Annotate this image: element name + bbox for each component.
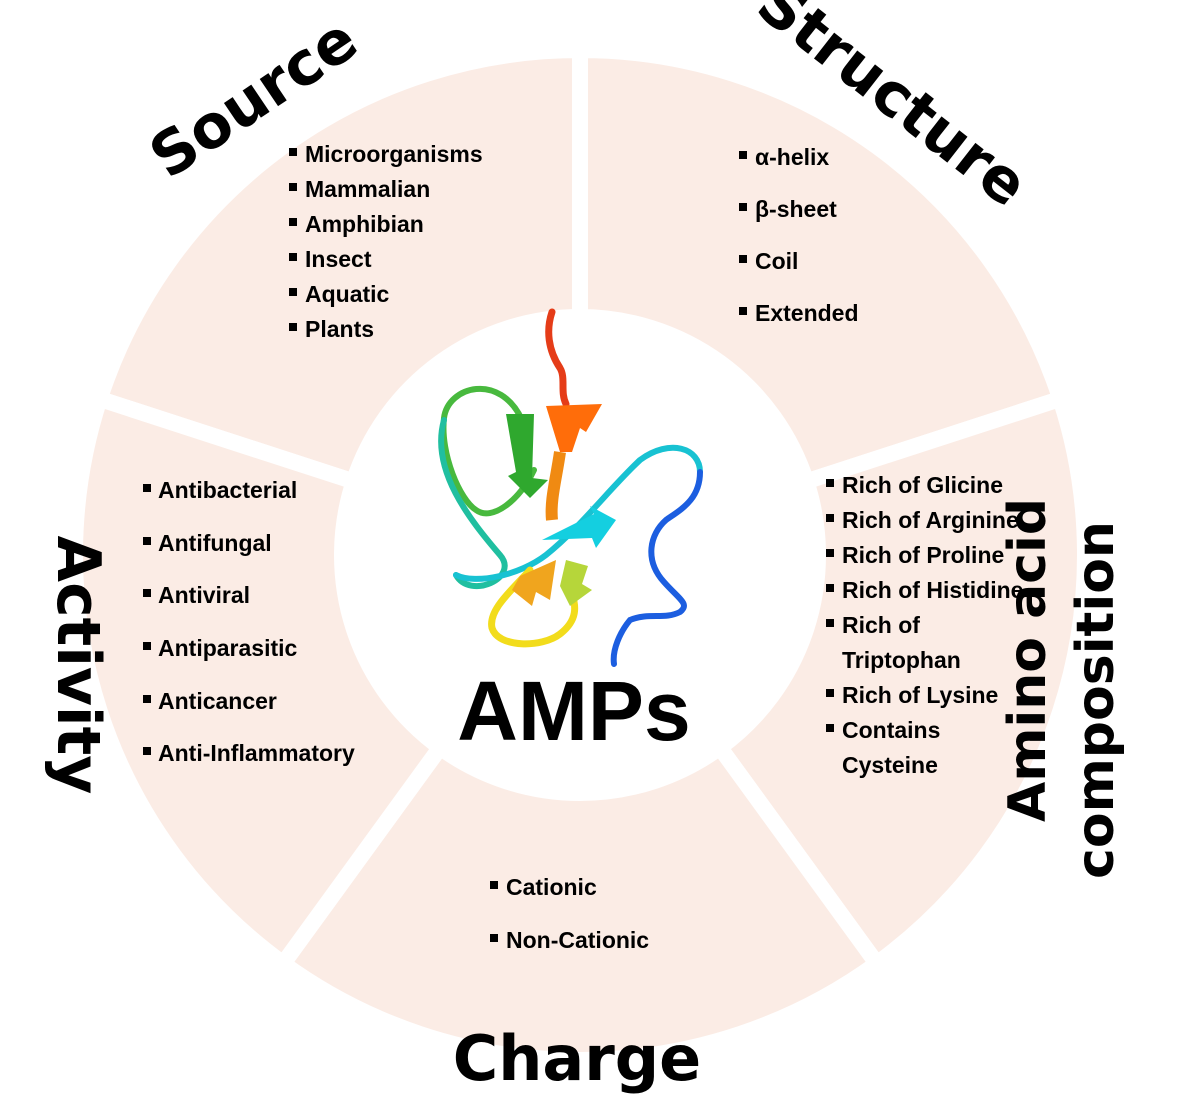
structure-bullet	[739, 203, 747, 211]
activity-item: Antiviral	[158, 582, 250, 608]
source-bullet	[289, 253, 297, 261]
activity-bullet	[143, 589, 151, 597]
charge-bullet	[490, 934, 498, 942]
source-item: Insect	[305, 246, 372, 272]
source-bullet	[289, 218, 297, 226]
structure-list: α-helix β-sheet Coil Extended	[739, 144, 859, 326]
amino-bullet	[826, 724, 834, 732]
activity-bullet	[143, 747, 151, 755]
charge-bullet	[490, 881, 498, 889]
amino-bullet	[826, 584, 834, 592]
activity-item: Antifungal	[158, 530, 272, 556]
source-item: Mammalian	[305, 176, 430, 202]
activity-list: Antibacterial Antifungal Antiviral Antip…	[143, 477, 355, 766]
amino-item: Rich of	[842, 612, 920, 638]
structure-bullet	[739, 151, 747, 159]
structure-bullet	[739, 255, 747, 263]
amino-item: Rich of Proline	[842, 542, 1004, 568]
amino-acid-list: Rich of Glicine Rich of Arginine Rich of…	[826, 472, 1023, 778]
amino-item: Rich of Glicine	[842, 472, 1003, 498]
source-item: Amphibian	[305, 211, 424, 237]
amino-item: Rich of Lysine	[842, 682, 998, 708]
source-bullet	[289, 288, 297, 296]
amino-bullet	[826, 619, 834, 627]
amino-item: Contains	[842, 717, 940, 743]
activity-item: Anti-Inflammatory	[158, 740, 355, 766]
center-label: AMPs	[457, 664, 690, 758]
activity-title: Activity	[43, 536, 113, 795]
activity-item: Anticancer	[158, 688, 277, 714]
center-disc	[335, 310, 825, 800]
amino-item-continuation: Triptophan	[842, 647, 961, 673]
activity-bullet	[143, 484, 151, 492]
source-bullet	[289, 148, 297, 156]
source-item: Plants	[305, 316, 374, 342]
amino-bullet	[826, 549, 834, 557]
structure-item: β-sheet	[755, 196, 837, 222]
charge-title: Charge	[453, 1022, 701, 1095]
activity-bullet	[143, 537, 151, 545]
charge-item: Cationic	[506, 874, 597, 900]
source-item: Microorganisms	[305, 141, 483, 167]
structure-item: α-helix	[755, 144, 829, 170]
amino-item: Rich of Arginine	[842, 507, 1019, 533]
amino-bullet	[826, 479, 834, 487]
source-bullet	[289, 183, 297, 191]
source-list: Microorganisms Mammalian Amphibian Insec…	[289, 141, 483, 342]
charge-item: Non-Cationic	[506, 927, 649, 953]
activity-item: Antibacterial	[158, 477, 297, 503]
source-bullet	[289, 323, 297, 331]
amino-bullet	[826, 689, 834, 697]
structure-bullet	[739, 307, 747, 315]
amino-acid-title-line2: composition	[1066, 521, 1126, 879]
source-item: Aquatic	[305, 281, 390, 307]
activity-bullet	[143, 642, 151, 650]
structure-item: Coil	[755, 248, 798, 274]
protein-ribbon-illustration	[438, 308, 703, 667]
amino-acid-title-line1: Amino acid	[998, 498, 1058, 822]
activity-item: Antiparasitic	[158, 635, 298, 661]
activity-bullet	[143, 695, 151, 703]
structure-item: Extended	[755, 300, 859, 326]
amino-bullet	[826, 514, 834, 522]
amino-item-continuation: Cysteine	[842, 752, 938, 778]
charge-list: Cationic Non-Cationic	[490, 874, 649, 953]
amino-item: Rich of Histidine	[842, 577, 1023, 603]
